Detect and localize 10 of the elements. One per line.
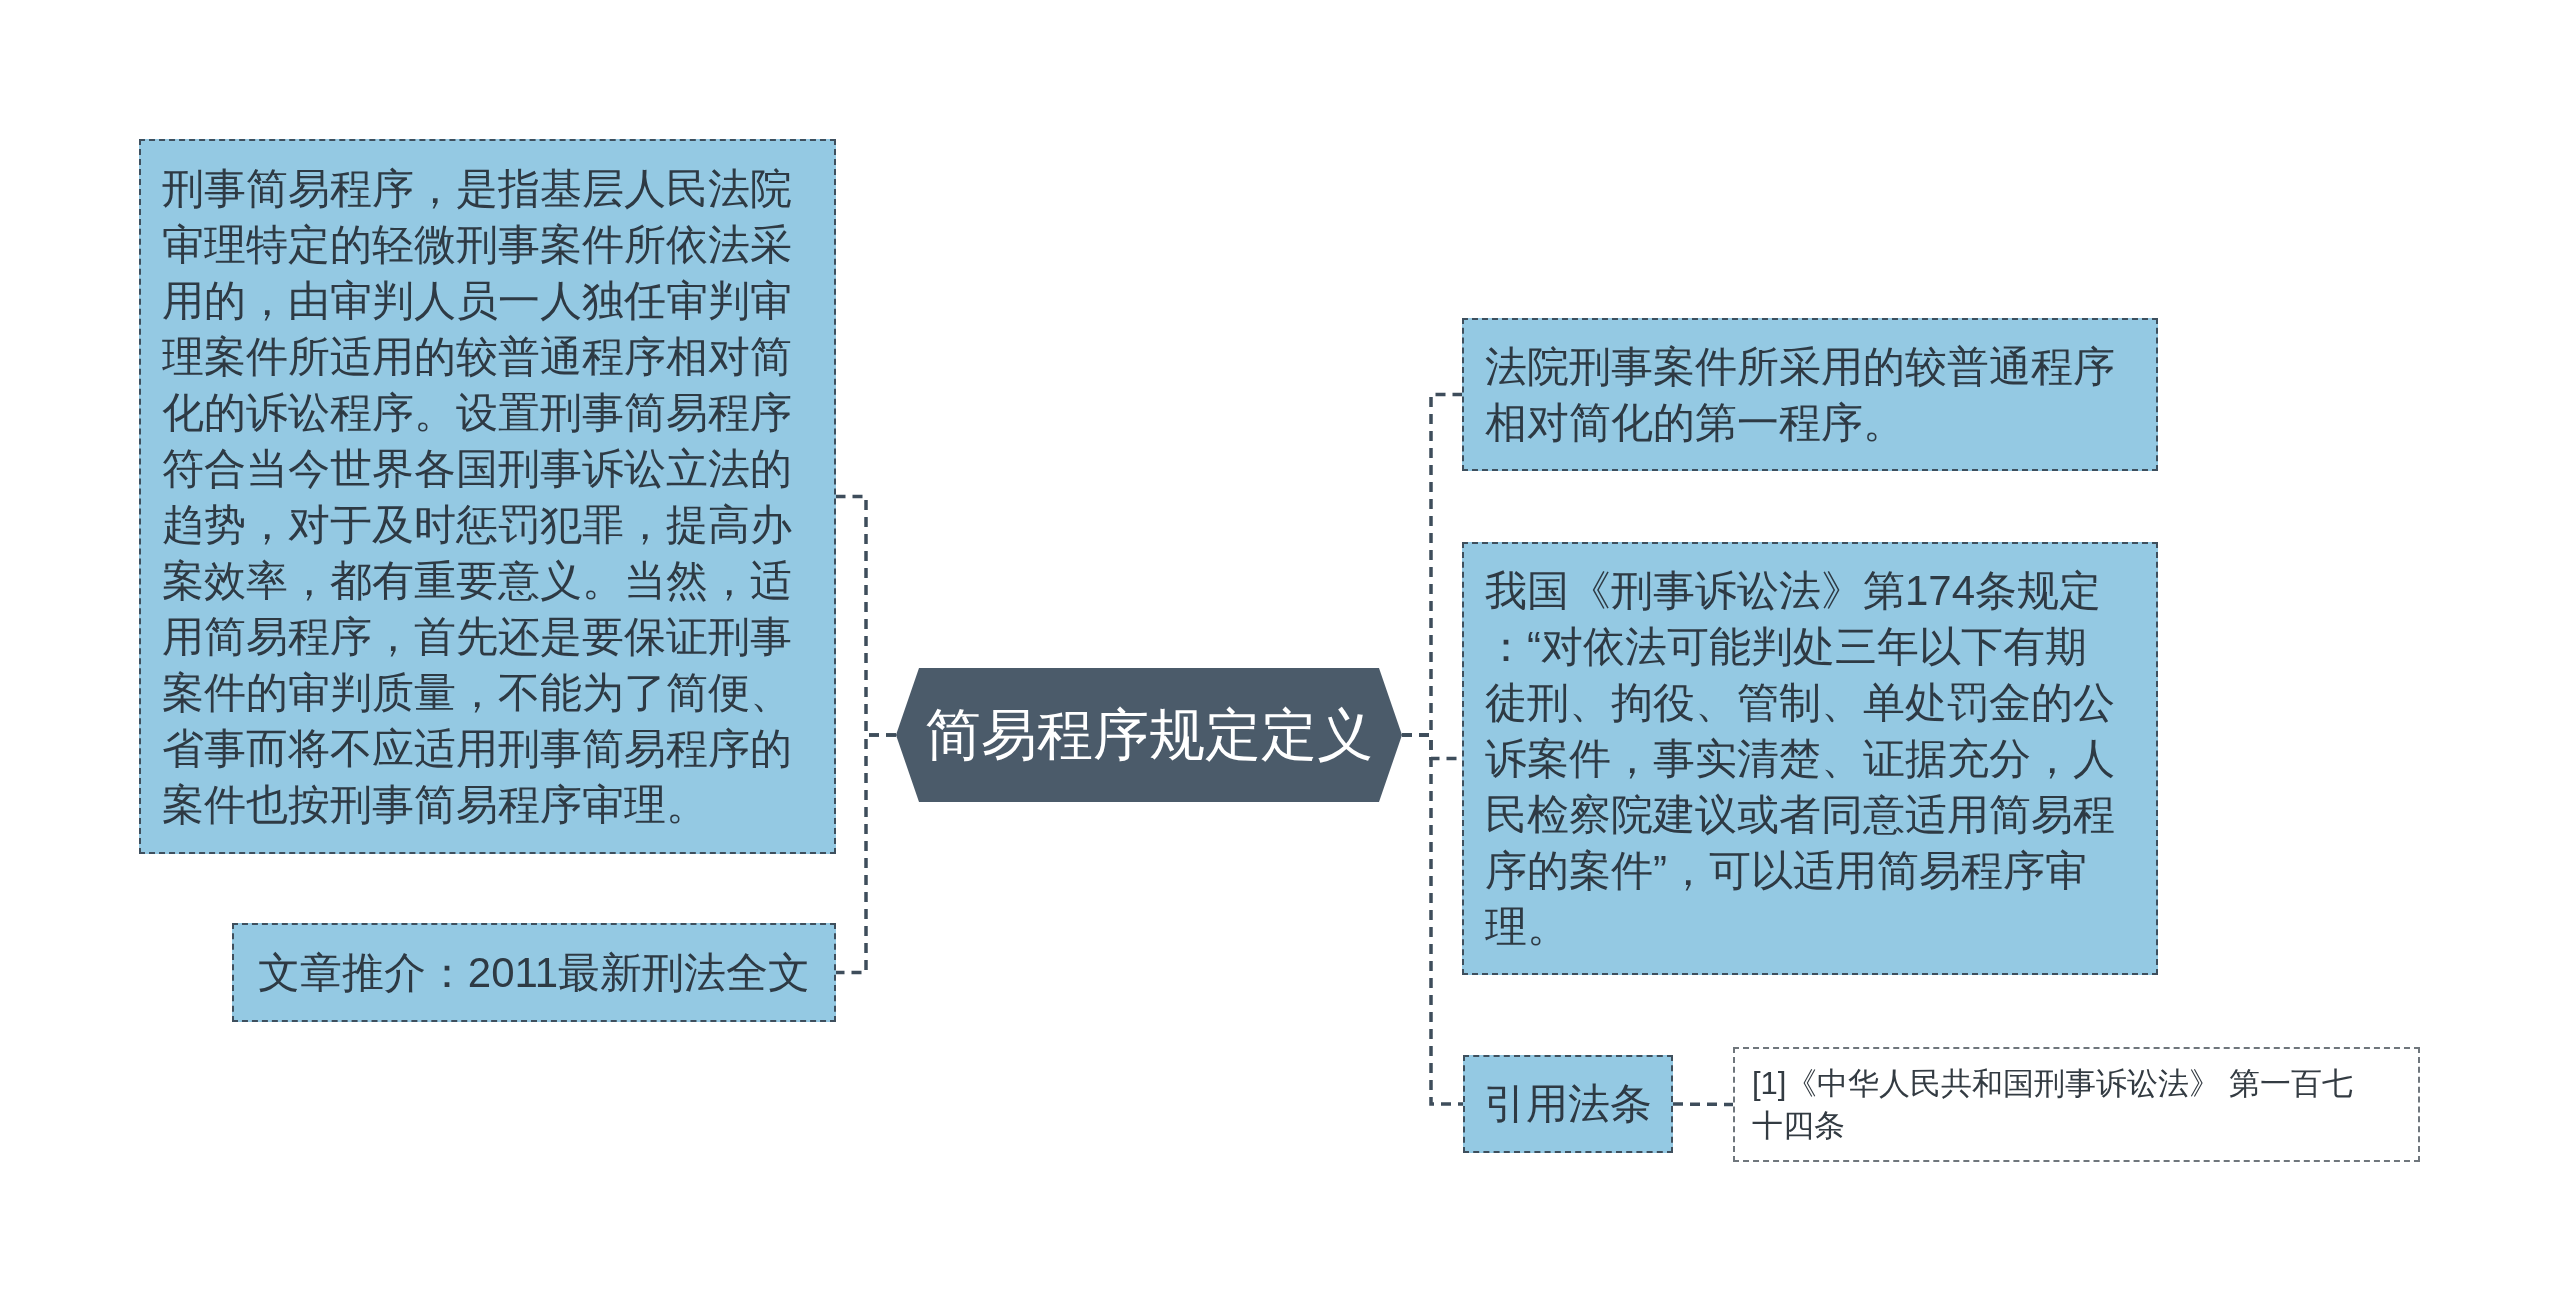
reference-box: [1]《中华人民共和国刑事诉讼法》 第一百七十四条 — [1733, 1047, 2420, 1162]
topic-box: 文章推介：2011最新刑法全文 — [232, 923, 836, 1022]
connector-line — [1402, 733, 1463, 1106]
connector-line — [836, 733, 896, 975]
connector-line — [1673, 1102, 1733, 1107]
topic-box: 法院刑事案件所采用的较普通程序相对简化的第一程序。 — [1462, 318, 2158, 471]
topic-box: 刑事简易程序，是指基层人民法院审理特定的轻微刑事案件所依法采用的，由审判人员一人独任审判审理案件所适用的较普通程序相对简化的诉讼程序。设置刑事简易程序符合当今世界各国刑事诉讼立法的趋势，对于及时惩罚犯罪，提高办案效率，都有重要意义。当然，适用简易程序，首先还是要保证刑事案件的审判质量，不能为了简便、省事而将不应适用刑事简易程序的案件也按刑事简易程序审理。 — [139, 139, 836, 854]
topic-box: 我国《刑事诉讼法》第174条规定：“对依法可能判处三年以下有期徒刑、拘役、管制、单处罚金的公诉案件，事实清楚、证据充分，人民检察院建议或者同意适用简易程序的案件”，可以适用简易程序审理。 — [1462, 542, 2158, 975]
topic-box: 引用法条 — [1463, 1055, 1673, 1153]
central-topic: 简易程序规定定义 — [896, 668, 1402, 802]
